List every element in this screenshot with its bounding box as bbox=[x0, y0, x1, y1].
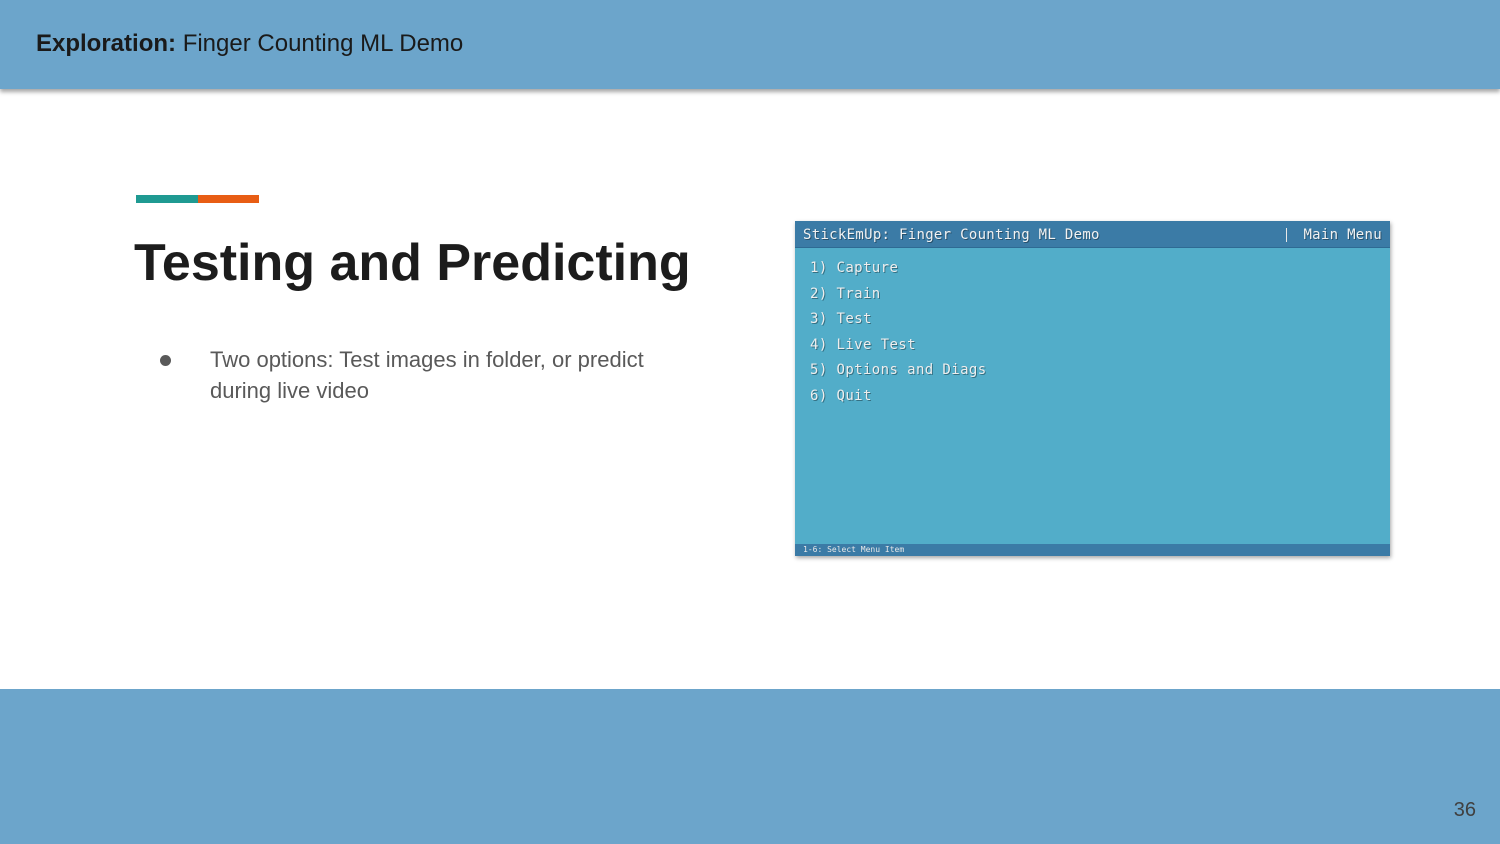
menu-item-live-test[interactable]: 4) Live Test bbox=[810, 336, 916, 353]
menu-item-quit[interactable]: 6) Quit bbox=[810, 387, 872, 404]
menu-item-train[interactable]: 2) Train bbox=[810, 285, 881, 302]
bullet-text: Two options: Test images in folder, or p… bbox=[210, 347, 644, 403]
terminal-status-bar: 1-6: Select Menu Item bbox=[795, 544, 1390, 556]
bullet-dot-icon bbox=[160, 355, 171, 366]
header-label-rest: Finger Counting ML Demo bbox=[182, 30, 464, 57]
footer-bar bbox=[0, 689, 1500, 844]
menu-item-test[interactable]: 3) Test bbox=[810, 311, 872, 328]
menu-item-options-and-diags[interactable]: 5) Options and Diags bbox=[810, 362, 987, 379]
terminal-app-title: StickEmUp: Finger Counting ML Demo bbox=[803, 227, 1100, 243]
accent-line-orange bbox=[198, 195, 259, 203]
terminal-mode-label: Main Menu bbox=[1303, 227, 1382, 243]
terminal-title-bar: StickEmUp: Finger Counting ML Demo Main … bbox=[795, 221, 1390, 248]
terminal-menu: 1) Capture 2) Train 3) Test 4) Live Test… bbox=[810, 258, 987, 412]
terminal-screenshot: StickEmUp: Finger Counting ML Demo Main … bbox=[795, 221, 1390, 556]
page-number: 36 bbox=[1453, 799, 1476, 821]
header-title: Exploration: Finger Counting ML Demo bbox=[36, 30, 463, 58]
menu-item-capture[interactable]: 1) Capture bbox=[810, 260, 899, 276]
header-bar: Exploration: Finger Counting ML Demo bbox=[0, 0, 1500, 89]
slide-title: Testing and Predicting bbox=[134, 234, 691, 292]
header-label-bold: Exploration: bbox=[36, 30, 177, 57]
terminal-divider bbox=[1286, 228, 1287, 242]
terminal-status-text: 1-6: Select Menu Item bbox=[803, 545, 905, 554]
accent-line-teal bbox=[136, 195, 198, 203]
